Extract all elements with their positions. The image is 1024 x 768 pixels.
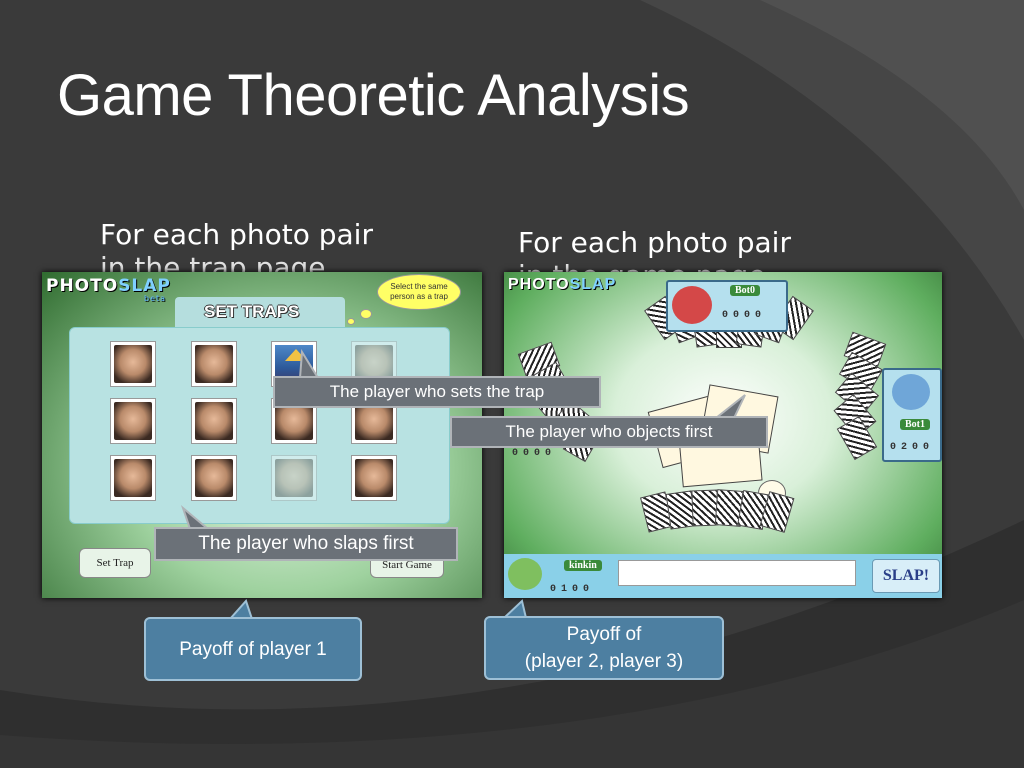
callout-sets-trap: The player who sets the trap [273, 376, 601, 408]
set-traps-header: SET TRAPS [204, 302, 300, 321]
callout-slaps-first: The player who slaps first [154, 527, 458, 561]
thought-dot [360, 309, 372, 319]
face-photo [355, 402, 393, 440]
bullet-left-line1: For each photo pair [100, 218, 373, 251]
self-name: kinkin [564, 560, 602, 571]
photo-tile[interactable] [271, 455, 317, 501]
logo-accent: SLAP [118, 276, 171, 296]
bot1-name: Bot1 [900, 419, 930, 430]
payoff-player1-label: Payoff of player 1 [179, 638, 327, 660]
face-photo [195, 402, 233, 440]
photo-tile[interactable] [351, 455, 397, 501]
bot1-seat [882, 368, 942, 462]
left-player-score: 0000 [512, 448, 557, 459]
photoslap-logo: PHOTOSLAP [508, 276, 616, 294]
payoff-players23: Payoff of (player 2, player 3) [484, 616, 724, 680]
photo-grid [69, 327, 450, 524]
face-photo [114, 402, 152, 440]
face-photo [114, 345, 152, 383]
hint-bubble: Select the same person as a trap [377, 274, 461, 310]
payoff-players23-line2: (player 2, player 3) [524, 651, 684, 672]
logo-accent: SLAP [569, 276, 617, 293]
bot0-seat [666, 280, 788, 332]
callout-objects-first: The player who objects first [450, 416, 768, 448]
photoslap-logo: PHOTOSLAP beta [46, 276, 171, 303]
beta-badge: beta [144, 294, 167, 303]
chat-input[interactable] [618, 560, 856, 586]
thought-dot [347, 318, 355, 325]
frog-avatar-icon [892, 374, 930, 410]
photo-tile[interactable] [191, 398, 237, 444]
self-score: 0100 [550, 584, 595, 595]
face-photo [195, 345, 233, 383]
photo-tile[interactable] [110, 398, 156, 444]
slap-button[interactable]: SLAP! [872, 559, 940, 593]
player-bar: kinkin 0100 SLAP! [504, 554, 942, 598]
logo-text: PHOTO [508, 276, 570, 293]
bullet-right-line1: For each photo pair [518, 226, 791, 259]
frog-avatar-icon [672, 286, 712, 324]
frog-avatar-icon [508, 558, 542, 590]
photo-tile[interactable] [110, 341, 156, 387]
set-traps-tab [175, 297, 345, 327]
face-photo [195, 459, 233, 497]
set-trap-button[interactable]: Set Trap [79, 548, 151, 578]
payoff-players23-line1: Payoff of [566, 624, 642, 645]
slide-title: Game Theoretic Analysis [57, 63, 690, 128]
photo-tile[interactable] [191, 341, 237, 387]
face-photo [275, 459, 313, 497]
bot0-name: Bot0 [730, 285, 760, 296]
face-photo [355, 459, 393, 497]
logo-text: PHOTO [46, 276, 119, 296]
bot1-score: 0200 [890, 442, 935, 453]
face-photo [114, 459, 152, 497]
bot0-score: 0000 [722, 310, 767, 321]
photo-tile[interactable] [110, 455, 156, 501]
payoff-player1: Payoff of player 1 [144, 617, 362, 681]
photo-tile[interactable] [191, 455, 237, 501]
face-photo [275, 402, 313, 440]
